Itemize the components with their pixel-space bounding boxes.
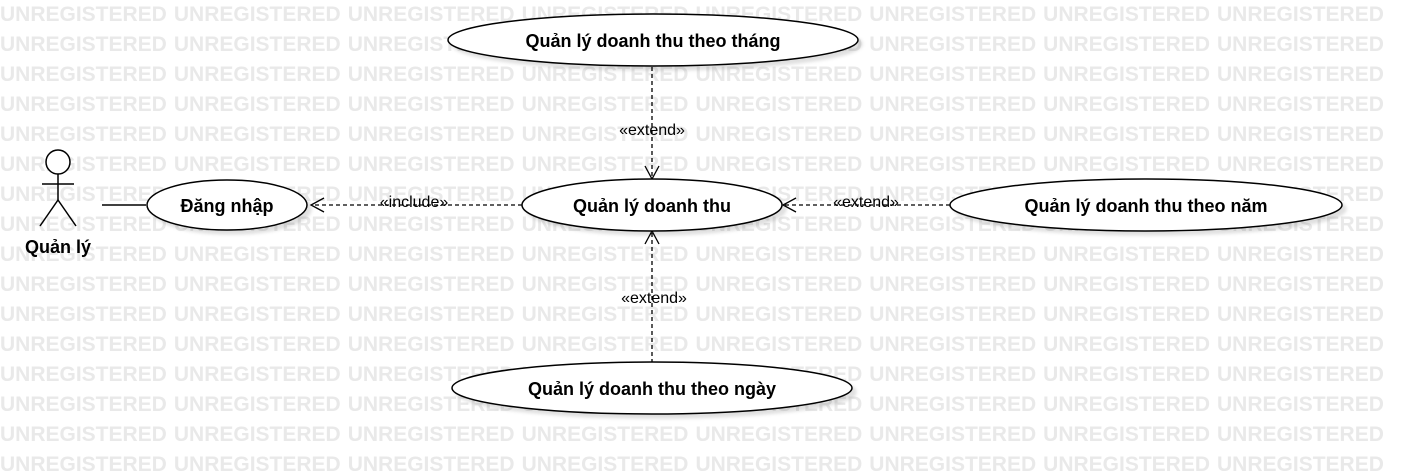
- extend-day-relation[interactable]: «extend»: [621, 229, 687, 363]
- actor-left-leg: [39, 199, 59, 227]
- include-label: «include»: [380, 194, 449, 211]
- use-case-label: Quản lý doanh thu theo năm: [1025, 196, 1268, 216]
- include-relation[interactable]: «include»: [309, 194, 522, 213]
- use-case-quan-ly-doanh-thu[interactable]: Quản lý doanh thu: [521, 178, 783, 232]
- use-case-theo-nam[interactable]: Quản lý doanh thu theo năm: [949, 178, 1343, 232]
- include-arrowhead: [309, 197, 325, 213]
- actor-quan-ly[interactable]: Quản lý: [25, 149, 91, 257]
- extend-month-label: «extend»: [619, 122, 685, 139]
- extend-month-relation[interactable]: «extend»: [612, 67, 694, 181]
- use-case-dang-nhap[interactable]: Đăng nhập: [146, 179, 308, 231]
- use-case-label: Quản lý doanh thu: [573, 196, 731, 216]
- use-case-label: Đăng nhập: [181, 196, 274, 216]
- use-case-label: Quản lý doanh thu theo tháng: [526, 31, 781, 51]
- actor-label: Quản lý: [25, 237, 91, 257]
- extend-year-arrowhead: [781, 197, 797, 213]
- actor-head: [45, 149, 71, 175]
- use-case-label: Quản lý doanh thu theo ngày: [528, 379, 776, 399]
- actor-right-leg: [57, 199, 77, 227]
- extend-day-label: «extend»: [621, 290, 687, 307]
- extend-year-label: «extend»: [833, 194, 899, 211]
- extend-year-relation[interactable]: «extend»: [781, 194, 950, 213]
- use-case-theo-ngay[interactable]: Quản lý doanh thu theo ngày: [451, 361, 853, 415]
- use-case-theo-thang[interactable]: Quản lý doanh thu theo tháng: [447, 13, 859, 67]
